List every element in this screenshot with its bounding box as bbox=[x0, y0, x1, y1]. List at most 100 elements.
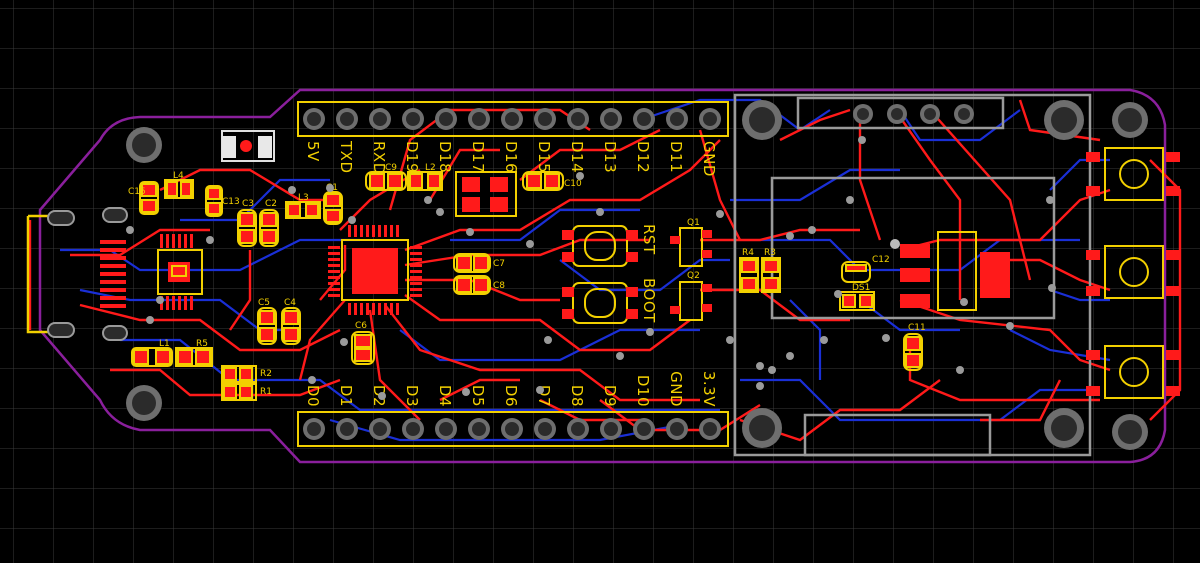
mounting-hole bbox=[126, 127, 162, 163]
bottom-header-pad bbox=[600, 418, 622, 440]
bottom-header-pad bbox=[468, 418, 490, 440]
top-header-pin-label: GND bbox=[700, 141, 718, 177]
bottom-header-pad bbox=[633, 418, 655, 440]
transistor-q1 bbox=[670, 227, 712, 267]
top-header-pin-label: D19 bbox=[403, 141, 421, 173]
top-header-pin-label: TXD bbox=[337, 140, 355, 174]
r1-footprint bbox=[221, 383, 257, 401]
top-header-pin-label: D12 bbox=[634, 141, 652, 173]
top-header-pin-label: D16 bbox=[502, 141, 520, 173]
bottom-header-pin-label: D3 bbox=[403, 385, 421, 407]
bottom-header-pad bbox=[567, 418, 589, 440]
bottom-header-pin-label: D10 bbox=[634, 375, 652, 407]
designator-c10: C10 bbox=[564, 179, 582, 189]
pin-header-bottom: D0D1D2D3D4D5D6D7D8D9D10GND3.3V bbox=[297, 371, 729, 447]
mounting-hole bbox=[126, 385, 162, 421]
designator-l1: L1 bbox=[159, 339, 170, 349]
top-header-pin-label: D14 bbox=[568, 141, 586, 173]
l1-footprint bbox=[131, 347, 173, 367]
top-header-pad bbox=[666, 108, 688, 130]
c2-footprint bbox=[259, 209, 279, 247]
c3-footprint bbox=[237, 209, 257, 247]
designator-c7: C7 bbox=[493, 259, 505, 269]
tactile-switch bbox=[1086, 345, 1180, 399]
bottom-header-pin-label: D9 bbox=[601, 385, 619, 407]
l4-footprint bbox=[164, 179, 194, 199]
designator-l4: L4 bbox=[173, 171, 184, 181]
top-header-pin-label: D18 bbox=[436, 141, 454, 173]
mounting-hole bbox=[1112, 414, 1148, 450]
c5-footprint bbox=[257, 307, 277, 345]
top-header-pin-label: D17 bbox=[469, 141, 487, 173]
passive-components bbox=[131, 171, 923, 401]
designator-r3: R3 bbox=[764, 248, 776, 258]
reset-button-footprint bbox=[562, 225, 638, 267]
usb-uart-ic bbox=[157, 234, 203, 310]
r5-footprint bbox=[175, 347, 213, 367]
top-header-pin-label: RXD bbox=[370, 141, 388, 175]
crystal bbox=[455, 171, 517, 217]
designator-r4: R4 bbox=[742, 248, 754, 258]
designator-c4: C4 bbox=[284, 298, 296, 308]
bottom-header-pin-label: D8 bbox=[568, 385, 586, 407]
c4-footprint bbox=[281, 307, 301, 345]
l3-footprint bbox=[285, 201, 321, 219]
top-header-pad bbox=[402, 108, 424, 130]
top-header-pin-label: D11 bbox=[667, 141, 685, 173]
c9-footprint bbox=[365, 171, 407, 191]
top-header-pad bbox=[336, 108, 358, 130]
designator-c15: C15 bbox=[128, 187, 146, 197]
r3-footprint bbox=[761, 257, 781, 293]
boot-button-footprint bbox=[562, 282, 638, 324]
mcu-chip bbox=[328, 225, 422, 315]
voltage-regulator bbox=[890, 231, 1010, 311]
c12-footprint bbox=[841, 261, 871, 283]
bottom-header-pin-label: D0 bbox=[304, 385, 322, 407]
mounting-hole bbox=[742, 100, 782, 140]
reset-button-label: RST bbox=[640, 224, 658, 255]
mounting-hole bbox=[742, 408, 782, 448]
designator-r1: R1 bbox=[260, 387, 272, 397]
led-component bbox=[221, 130, 275, 162]
usb-connector bbox=[26, 207, 128, 341]
bottom-header-pad bbox=[303, 418, 325, 440]
designator-l2: L2 bbox=[425, 163, 436, 173]
mounting-hole bbox=[1112, 102, 1148, 138]
designator-c5: C5 bbox=[258, 298, 270, 308]
c13-footprint bbox=[205, 185, 223, 217]
bottom-header-pin-label: D4 bbox=[436, 385, 454, 407]
r2-footprint bbox=[221, 365, 257, 383]
boot-button-label: BOOT bbox=[640, 278, 658, 323]
bottom-header-pad bbox=[402, 418, 424, 440]
mounting-hole bbox=[1044, 408, 1084, 448]
designator-q1: Q1 bbox=[687, 218, 700, 228]
designator-ds1: DS1 bbox=[852, 283, 870, 293]
c6-footprint bbox=[351, 331, 375, 365]
bottom-header-pin-label: D5 bbox=[469, 385, 487, 407]
tactile-switch bbox=[1086, 147, 1180, 201]
top-header-pad bbox=[369, 108, 391, 130]
designator-q2: Q2 bbox=[687, 271, 700, 281]
designator-c13: C13 bbox=[222, 197, 240, 207]
designator-c9: C9 bbox=[385, 163, 397, 173]
c10-footprint bbox=[522, 171, 564, 191]
top-header-pad bbox=[501, 108, 523, 130]
designator-r5: R5 bbox=[196, 339, 208, 349]
bottom-header-pad bbox=[435, 418, 457, 440]
top-header-pad bbox=[468, 108, 490, 130]
designator-c11: C11 bbox=[908, 323, 926, 333]
bottom-header-pin-label: GND bbox=[667, 371, 685, 407]
c1-footprint bbox=[323, 191, 343, 225]
vias bbox=[126, 136, 1056, 400]
c15-footprint bbox=[139, 181, 159, 215]
l2-footprint bbox=[407, 171, 443, 191]
bottom-header-pad bbox=[501, 418, 523, 440]
tactile-switch bbox=[1086, 245, 1180, 299]
mounting-hole bbox=[1044, 100, 1084, 140]
top-header-pad bbox=[600, 108, 622, 130]
designator-r2: R2 bbox=[260, 369, 272, 379]
designator-c6: C6 bbox=[355, 321, 367, 331]
top-header-pad bbox=[435, 108, 457, 130]
